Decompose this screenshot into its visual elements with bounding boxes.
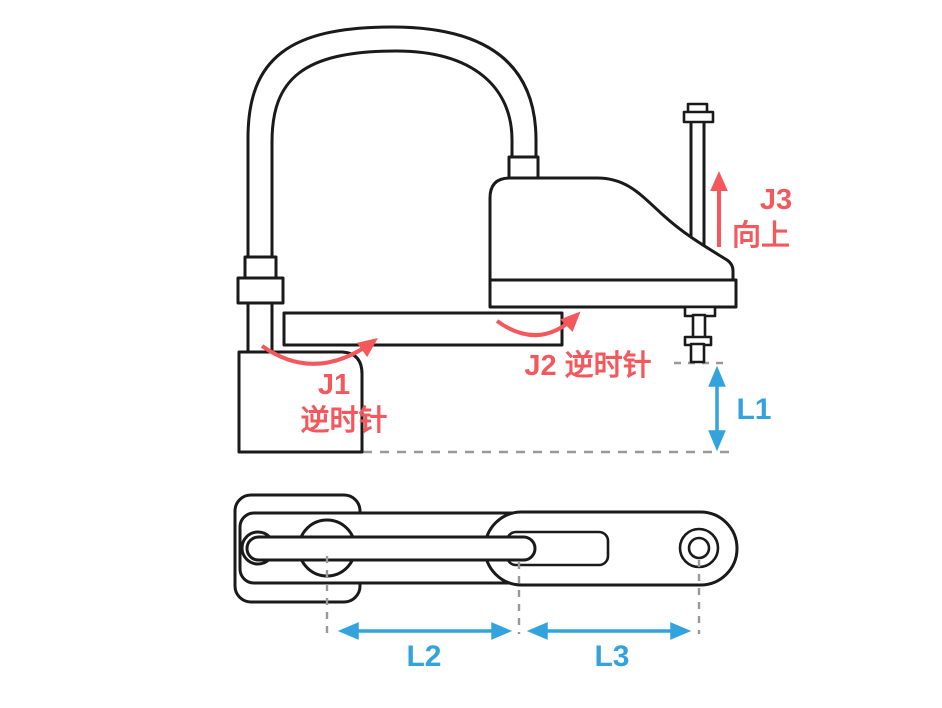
j1-direction-label: 逆时针 [300,403,387,437]
l2-label: L2 [406,640,441,673]
tool-shaft-lower [689,342,706,364]
linkage-rod [245,535,537,562]
cable-connector-upper [243,255,278,281]
cable-conduit-outer [246,25,538,268]
tool-shaft-upper [691,313,707,340]
robot-base [237,350,364,454]
cable-connector-arm [507,155,540,180]
j3-rod-cap-flange [682,110,715,124]
j2-rotation-arrow [495,311,581,337]
l3-label: L3 [594,640,629,673]
cable-conduit-inner [270,49,514,268]
cable-connector-lower [236,276,285,305]
j3-label: J3 [760,184,792,216]
j2-label: J2 逆时针 [524,348,651,382]
top-view: L2 L3 [233,493,739,673]
arm1-link [282,311,564,347]
j1-label: J1 [318,369,350,401]
side-view: J1 逆时针 J2 逆时针 J3 向上 L1 [236,25,792,454]
j1-rotation-arrow [260,338,379,366]
l1-label: L1 [736,393,771,426]
j3-direction-label: 向上 [732,219,790,252]
arm2-plate [488,278,738,309]
arm2-housing [488,176,735,282]
tool-axis-inner-circle [687,536,711,560]
